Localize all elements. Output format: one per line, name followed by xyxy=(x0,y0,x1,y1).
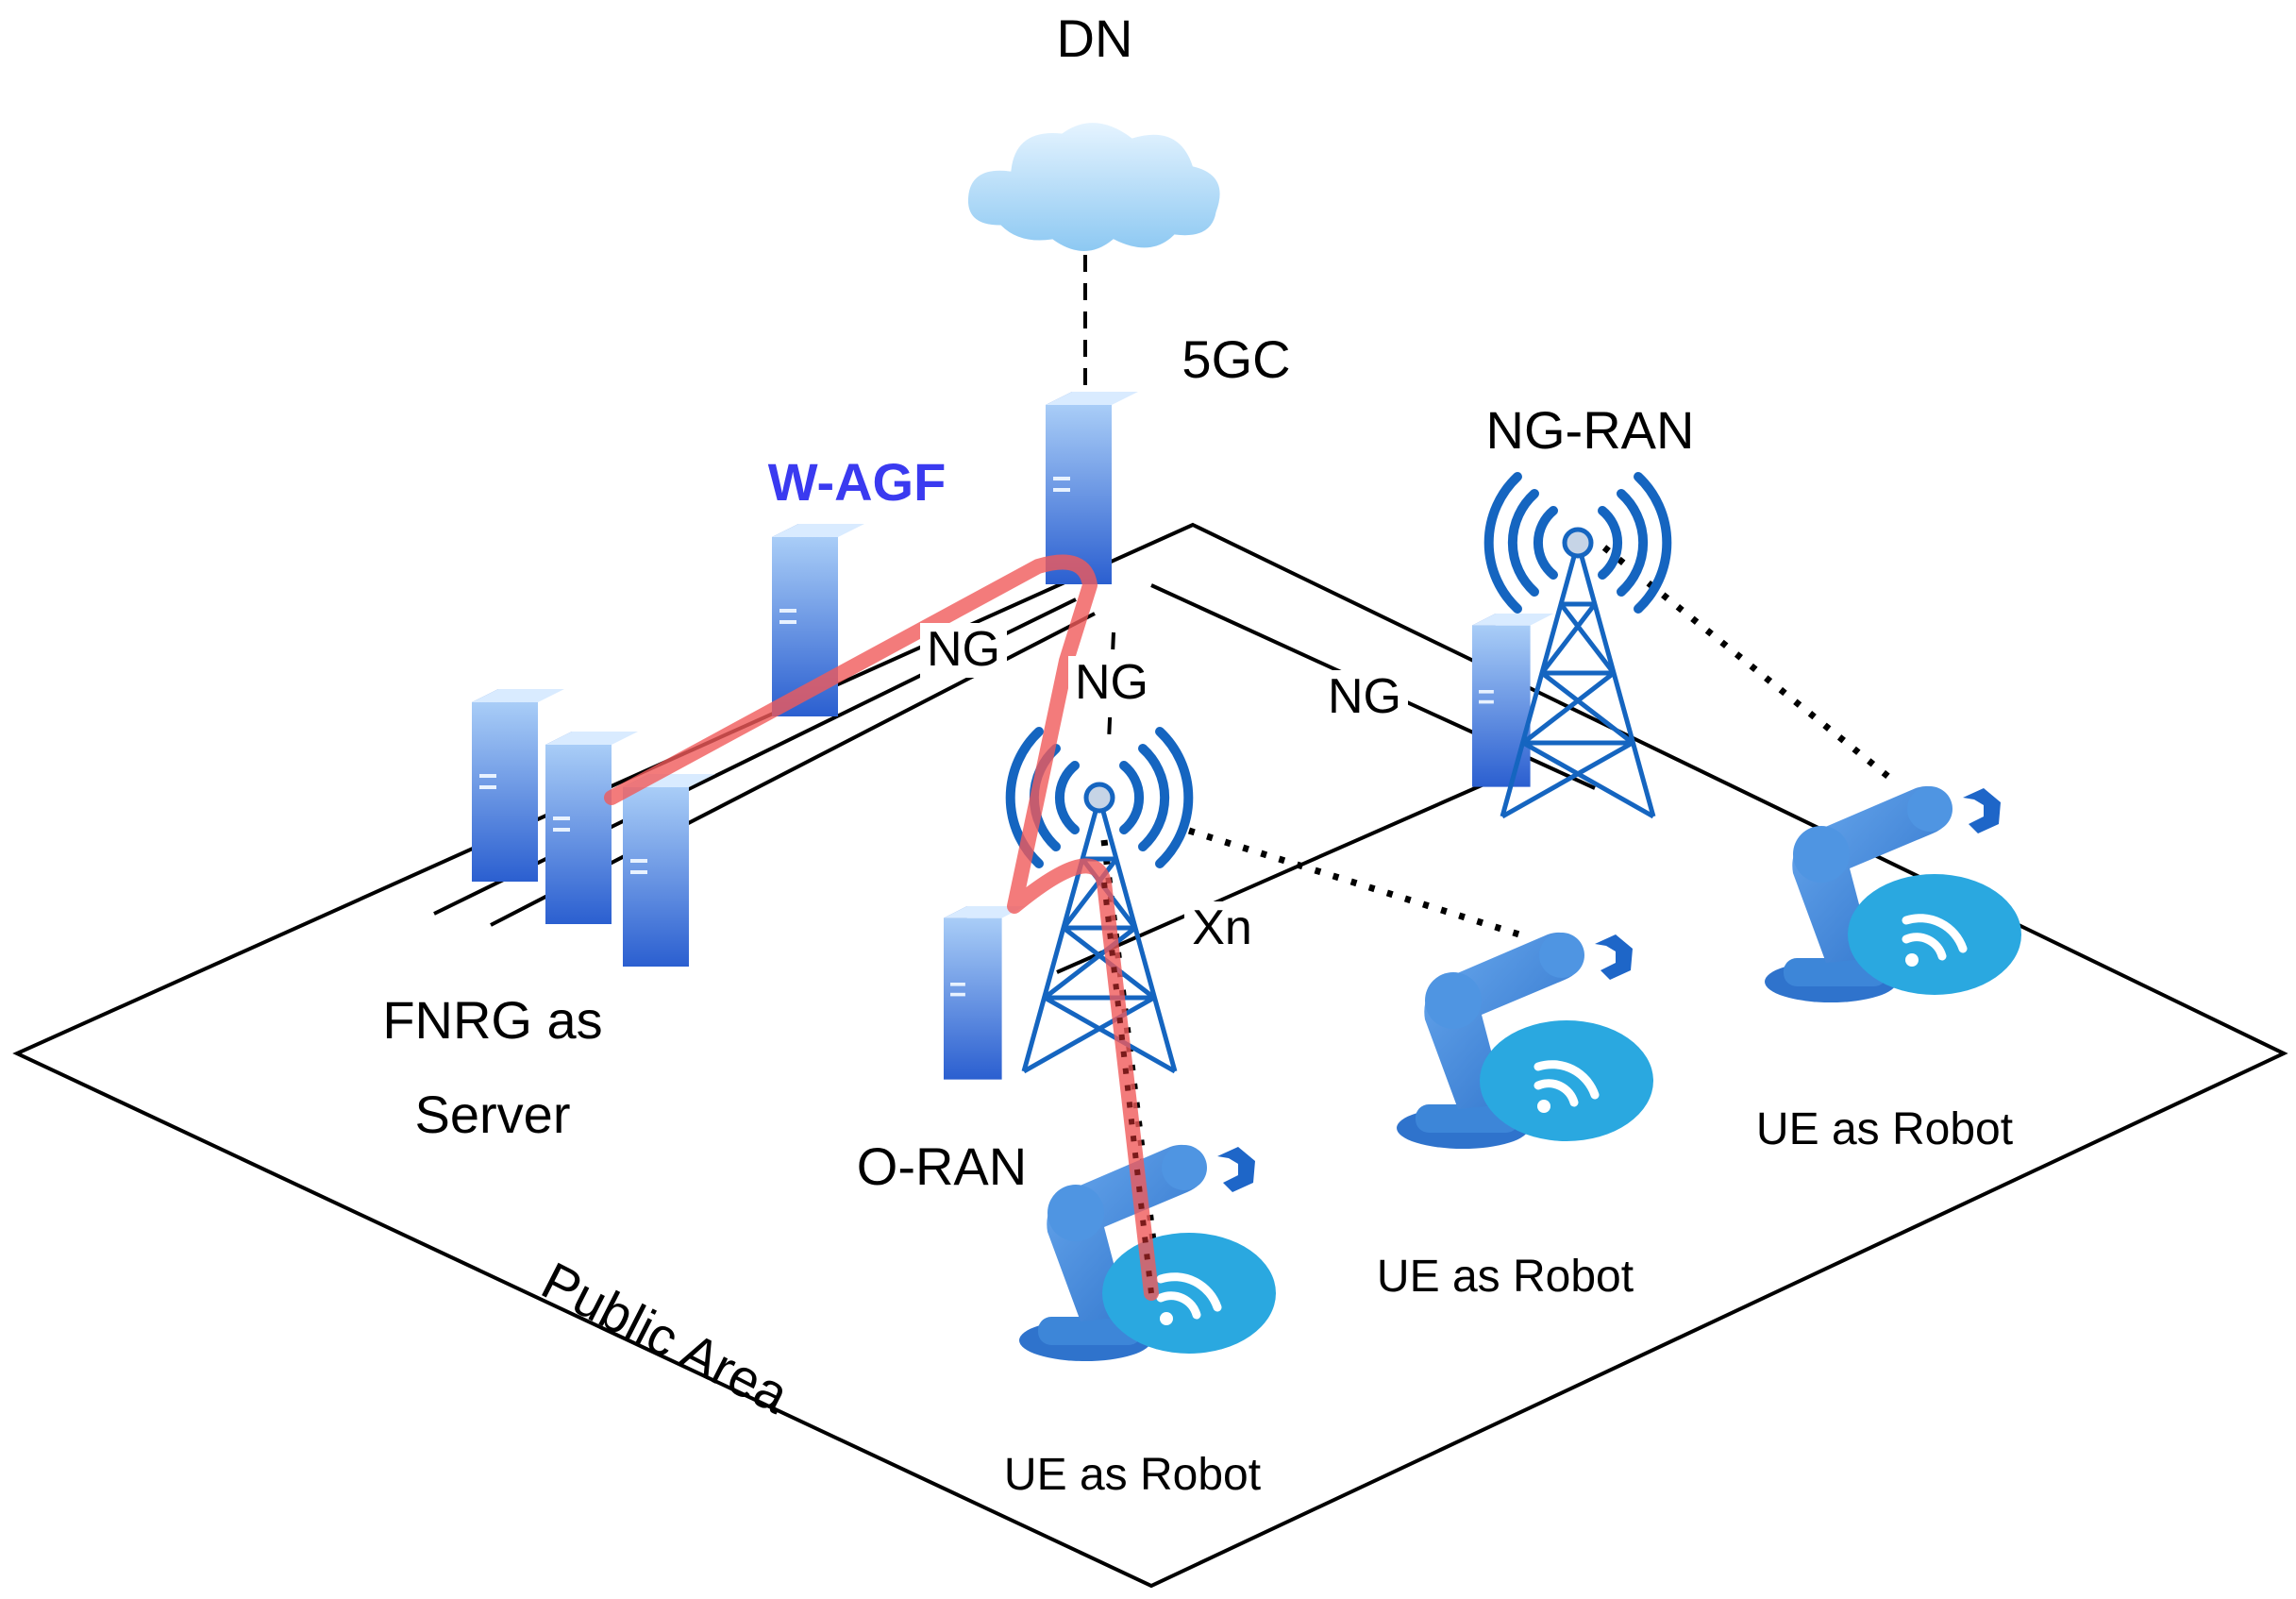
xn-link xyxy=(1056,763,1530,974)
ng-ran-label: NG-RAN xyxy=(1486,400,1695,460)
oran-label: O-RAN xyxy=(857,1136,1027,1196)
svg-text:NG: NG xyxy=(1075,655,1148,710)
robot-arm-icon xyxy=(1397,933,1653,1149)
fnrg-label-line1: FNRG as xyxy=(382,990,602,1050)
server-icon xyxy=(623,774,715,967)
highlighted-radio-link xyxy=(1101,882,1154,1294)
area-label: Public Area xyxy=(533,1251,799,1425)
ue-label: UE as Robot xyxy=(1377,1252,1634,1302)
highlighted-path xyxy=(604,554,1159,1301)
wagf-label: W-AGF xyxy=(768,452,947,512)
ng-link-oran xyxy=(1107,631,1115,742)
fnrg-label-line2: Server xyxy=(415,1085,571,1144)
interface-label-xn: Xn xyxy=(1184,900,1260,956)
ue-label: UE as Robot xyxy=(1756,1104,2013,1154)
interface-label-ng: NG xyxy=(1068,655,1155,711)
interface-label-ng: NG xyxy=(1321,669,1408,725)
core-label: 5GC xyxy=(1182,329,1290,389)
interface-label-ng: NG xyxy=(920,622,1007,678)
ue-label: UE as Robot xyxy=(1004,1450,1261,1500)
oran-server-icon xyxy=(944,906,1026,1080)
svg-text:NG: NG xyxy=(1328,669,1401,724)
svg-text:NG: NG xyxy=(927,622,1000,677)
dn-label: DN xyxy=(1057,8,1133,68)
fnrg-server-group xyxy=(472,689,715,967)
svg-text:Xn: Xn xyxy=(1192,900,1252,955)
cloud-icon xyxy=(964,120,1223,254)
ng-ran-server-icon xyxy=(1472,614,1554,787)
